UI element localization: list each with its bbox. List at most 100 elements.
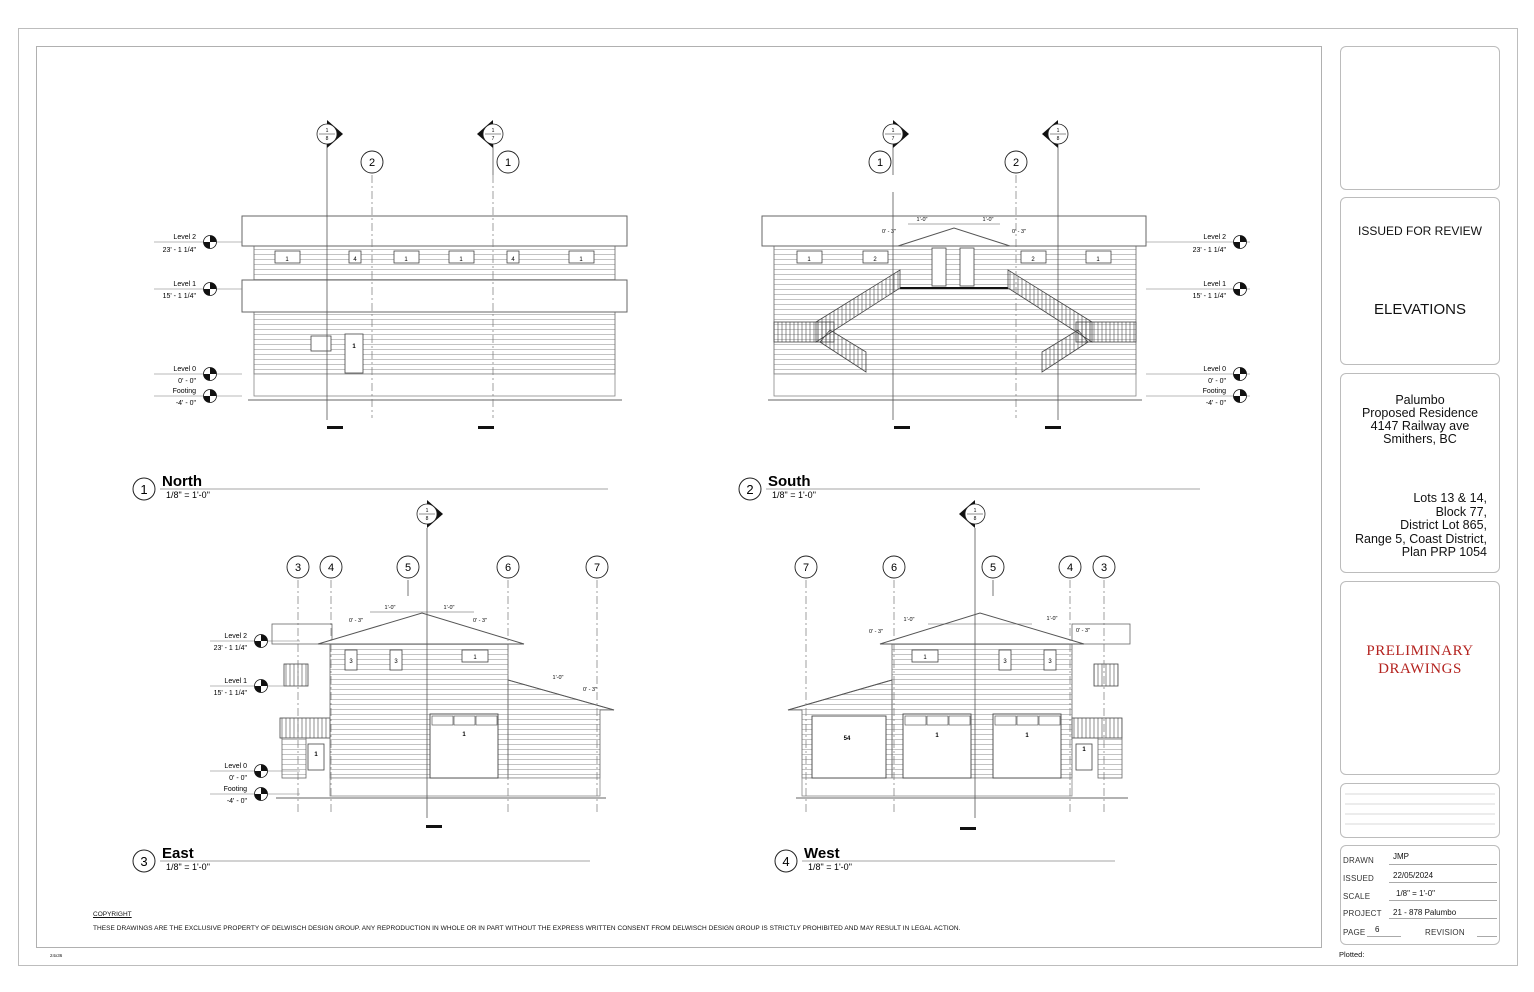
- level-markers-north: Level 2 23' - 1 1/4" Level 1 15' - 1 1/4…: [154, 234, 242, 407]
- south-dim: 0' - 3": [882, 229, 896, 235]
- drawn-value: JMP: [1393, 852, 1409, 861]
- sheet-size: 24x36: [50, 953, 63, 958]
- grid-bubble: 5: [981, 555, 1005, 579]
- drawn-label: DRAWN: [1343, 856, 1374, 865]
- legal-description: Lots 13 & 14, Block 77, District Lot 865…: [1355, 491, 1487, 559]
- level-target-icon: [203, 235, 217, 249]
- grid-bubble: 6: [882, 555, 906, 579]
- east-dim: 0' - 3": [583, 687, 597, 693]
- svg-text:2: 2: [1013, 157, 1019, 169]
- svg-text:Level 2: Level 2: [173, 234, 196, 241]
- grid-bubble: 6: [496, 555, 520, 579]
- grid-bubble: 1: [496, 150, 520, 174]
- grid-bubble: 2: [360, 150, 384, 174]
- title-block-sheet-panel: ISSUED FOR REVIEW ELEVATIONS: [1340, 197, 1500, 365]
- level-markers-south: Level 2 23' - 1 1/4" Level 1 15' - 1 1/4…: [1146, 234, 1250, 407]
- section-marker-icon: 18: [416, 500, 443, 528]
- south-dim: 1'-0": [917, 217, 928, 223]
- svg-text:23' - 1 1/4": 23' - 1 1/4": [214, 645, 248, 652]
- grid-bubble: 2: [1004, 150, 1028, 174]
- level-target-icon: [1233, 235, 1247, 249]
- east-window-tag: 3: [349, 659, 353, 665]
- south-dim: 1'-0": [983, 217, 994, 223]
- svg-text:1: 1: [326, 128, 329, 134]
- svg-text:1/8" = 1'-0": 1/8" = 1'-0": [166, 862, 210, 872]
- north-elevation: 1 4 1 1 4 1 1: [241, 142, 628, 429]
- svg-text:-4' - 0": -4' - 0": [1206, 400, 1227, 407]
- svg-text:23' - 1 1/4": 23' - 1 1/4": [1193, 247, 1227, 254]
- west-window-tag: 3: [1003, 659, 1007, 665]
- svg-text:Level 0: Level 0: [224, 763, 247, 770]
- svg-text:7: 7: [594, 562, 600, 574]
- svg-text:8: 8: [326, 136, 329, 142]
- south-elevation: 1 2 2 1 1'-0" 1'-0" 0' - 3" 0' - 3": [761, 142, 1147, 429]
- scale-line: [1389, 900, 1497, 901]
- section-marker-icon: 17: [477, 120, 504, 148]
- view-title-south: 2 South 1/8" = 1'-0": [738, 473, 1200, 501]
- west-garage-tag: 1: [935, 733, 939, 739]
- issue-status: ISSUED FOR REVIEW: [1357, 224, 1482, 238]
- view-title-west: 4 West 1/8" = 1'-0": [774, 845, 1115, 873]
- svg-text:0' - 0": 0' - 0": [229, 775, 247, 782]
- level-target-icon: [254, 787, 268, 801]
- svg-text:2: 2: [369, 157, 375, 169]
- east-door-tag: 1: [314, 752, 318, 758]
- north-window-tag: 1: [579, 257, 583, 263]
- level-target-icon: [254, 764, 268, 778]
- east-dim: 1'-0": [385, 605, 396, 611]
- svg-text:-4' - 0": -4' - 0": [227, 798, 248, 805]
- west-window-tag: 3: [1048, 659, 1052, 665]
- svg-text:West: West: [804, 845, 840, 862]
- preliminary-stamp: PRELIMINARY DRAWINGS: [1366, 643, 1474, 677]
- south-window-tag: 1: [807, 257, 811, 263]
- level-target-icon: [1233, 389, 1247, 403]
- level-target-icon: [1233, 367, 1247, 381]
- west-dim: 1'-0": [1047, 616, 1058, 622]
- grid-bubble: 4: [319, 555, 343, 579]
- svg-text:1: 1: [974, 508, 977, 514]
- copyright-heading: COPYRIGHT: [93, 911, 132, 918]
- svg-text:Footing: Footing: [224, 786, 247, 793]
- svg-text:7: 7: [803, 562, 809, 574]
- east-dim: 1'-0": [444, 605, 455, 611]
- issued-line: [1389, 882, 1497, 883]
- title-block-stamp-panel: PRELIMINARY DRAWINGS: [1340, 581, 1500, 775]
- revision-line: [1477, 936, 1497, 937]
- east-dim: 0' - 3": [349, 618, 363, 624]
- issued-value: 22/05/2024: [1393, 871, 1434, 880]
- west-dim: 1'-0": [904, 617, 915, 623]
- level-target-icon: [203, 282, 217, 296]
- west-dim: 0' - 3": [1076, 628, 1090, 634]
- south-window-tag: 2: [873, 257, 877, 263]
- grid-bubble: 7: [585, 555, 609, 579]
- north-window-tag: 4: [511, 257, 515, 263]
- svg-text:23' - 1 1/4": 23' - 1 1/4": [163, 247, 197, 254]
- section-marker-icon: 18: [959, 500, 986, 528]
- svg-text:1/8" = 1'-0": 1/8" = 1'-0": [772, 490, 816, 500]
- svg-text:15' - 1 1/4": 15' - 1 1/4": [1193, 293, 1227, 300]
- svg-text:Level 1: Level 1: [1203, 281, 1226, 288]
- svg-text:Level 2: Level 2: [224, 633, 247, 640]
- level-target-icon: [203, 367, 217, 381]
- svg-text:1/8" = 1'-0": 1/8" = 1'-0": [166, 490, 210, 500]
- svg-text:7: 7: [892, 136, 895, 142]
- svg-text:1: 1: [426, 508, 429, 514]
- north-window-tag: 1: [285, 257, 289, 263]
- project-address: Palumbo Proposed Residence 4147 Railway …: [1361, 393, 1479, 446]
- svg-text:7: 7: [492, 136, 495, 142]
- svg-text:5: 5: [990, 562, 996, 574]
- title-block-info-panel: DRAWN JMP ISSUED 22/05/2024 SCALE 1/8" =…: [1340, 845, 1500, 945]
- grid-bubble: 7: [794, 555, 818, 579]
- west-elevation: 1 3 3 54 1 1 1 1'-0" 1'-0" 0' - 3" 0' - …: [787, 528, 1131, 830]
- east-elevation: 3 3 1 1 1 1'-0" 1'-0" 0' - 3" 0' - 3" 1'…: [271, 528, 615, 828]
- grid-bubbles: 2 1 1 2 3 4 5 6 7 7 6 5 4 3: [286, 150, 1116, 579]
- svg-text:5: 5: [405, 562, 411, 574]
- view-title-north: 1 North 1/8" = 1'-0": [132, 473, 608, 501]
- drawn-line: [1389, 864, 1497, 865]
- svg-text:-4' - 0": -4' - 0": [176, 400, 197, 407]
- drawing-area: [36, 46, 1322, 948]
- svg-text:3: 3: [295, 562, 301, 574]
- level-target-icon: [254, 634, 268, 648]
- plotted-label: Plotted:: [1339, 950, 1365, 959]
- title-block-project-panel: Palumbo Proposed Residence 4147 Railway …: [1340, 373, 1500, 573]
